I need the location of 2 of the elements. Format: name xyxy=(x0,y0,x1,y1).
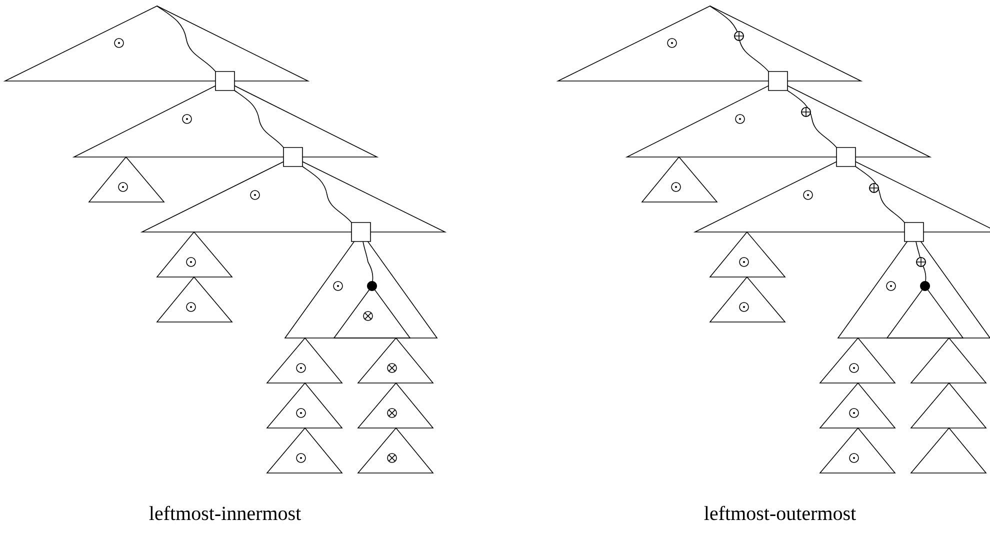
caption: leftmost-outermost xyxy=(704,506,856,520)
caption: leftmost-innermost xyxy=(149,506,301,520)
